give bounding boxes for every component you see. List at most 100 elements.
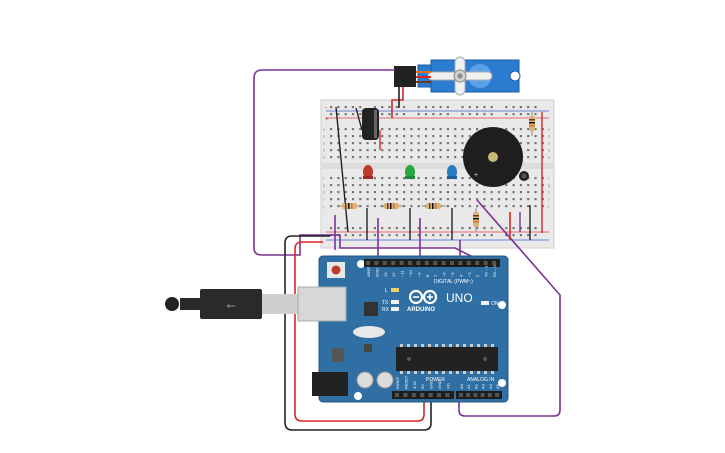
breadboard-hole[interactable] [512, 198, 515, 201]
breadboard-hole[interactable] [403, 149, 406, 152]
rail-hole[interactable] [483, 113, 486, 116]
breadboard-hole[interactable] [468, 128, 471, 131]
breadboard-hole[interactable] [337, 184, 340, 187]
breadboard-hole[interactable] [417, 205, 420, 208]
rail-hole[interactable] [424, 113, 428, 116]
breadboard-hole[interactable] [351, 191, 355, 194]
breadboard-hole[interactable] [366, 149, 369, 152]
breadboard-hole[interactable] [410, 149, 413, 152]
breadboard-hole[interactable] [541, 191, 544, 194]
breadboard-hole[interactable] [527, 149, 530, 152]
breadboard-hole[interactable] [519, 205, 522, 208]
usb-cable[interactable]: ⭠ [165, 289, 298, 319]
analog-pin[interactable] [495, 393, 499, 397]
breadboard-hole[interactable] [461, 142, 464, 145]
breadboard-hole[interactable] [330, 135, 333, 138]
breadboard-hole[interactable] [527, 184, 530, 187]
breadboard-hole[interactable] [476, 191, 479, 194]
breadboard-hole[interactable] [490, 198, 493, 201]
breadboard-hole[interactable] [388, 184, 391, 187]
breadboard-hole[interactable] [410, 184, 413, 187]
wire-black-ground[interactable] [284, 235, 432, 431]
rail-hole[interactable] [476, 106, 479, 109]
breadboard-hole[interactable] [468, 177, 471, 180]
digital-pin[interactable] [492, 261, 496, 265]
breadboard-hole[interactable] [454, 184, 457, 187]
breadboard-hole[interactable] [476, 198, 479, 201]
breadboard-hole[interactable] [388, 135, 391, 138]
breadboard-hole[interactable] [519, 128, 522, 131]
rail-hole[interactable] [476, 227, 479, 230]
rail-hole[interactable] [468, 113, 471, 116]
breadboard-hole[interactable] [505, 128, 508, 131]
rail-hole[interactable] [417, 106, 420, 109]
breadboard-hole[interactable] [476, 205, 479, 208]
breadboard-hole[interactable] [330, 149, 333, 152]
breadboard-hole[interactable] [534, 184, 537, 187]
breadboard-hole[interactable] [351, 184, 355, 187]
digital-pin[interactable] [399, 261, 404, 265]
breadboard-hole[interactable] [373, 191, 376, 194]
breadboard-hole[interactable] [410, 198, 413, 201]
breadboard-hole[interactable] [351, 128, 355, 131]
digital-pin[interactable] [374, 261, 379, 265]
rail-hole[interactable] [527, 106, 530, 109]
breadboard-hole[interactable] [424, 142, 428, 145]
rail-hole[interactable] [439, 106, 442, 109]
breadboard-hole[interactable] [446, 205, 449, 208]
breadboard-hole[interactable] [351, 198, 355, 201]
breadboard-hole[interactable] [424, 184, 428, 187]
breadboard-hole[interactable] [476, 128, 479, 131]
digital-pin[interactable] [483, 261, 488, 265]
breadboard-hole[interactable] [424, 198, 428, 201]
breadboard-hole[interactable] [512, 205, 515, 208]
rail-hole[interactable] [388, 227, 391, 230]
breadboard-hole[interactable] [417, 156, 420, 159]
rail-hole[interactable] [534, 227, 537, 230]
breadboard-hole[interactable] [527, 205, 530, 208]
breadboard-hole[interactable] [519, 142, 522, 145]
breadboard-hole[interactable] [534, 149, 537, 152]
digital-pin[interactable] [416, 261, 421, 265]
rail-hole[interactable] [417, 234, 420, 237]
resistor-3[interactable] [422, 203, 446, 209]
breadboard-hole[interactable] [461, 198, 464, 201]
breadboard-hole[interactable] [373, 177, 376, 180]
rail-hole[interactable] [351, 227, 355, 230]
rail-hole[interactable] [403, 106, 406, 109]
breadboard-hole[interactable] [351, 142, 355, 145]
breadboard-hole[interactable] [424, 156, 428, 159]
analog-pin[interactable] [487, 393, 492, 397]
breadboard-hole[interactable] [359, 128, 362, 131]
breadboard-hole[interactable] [359, 142, 362, 145]
rail-hole[interactable] [519, 227, 522, 230]
breadboard-hole[interactable] [344, 184, 347, 187]
breadboard-hole[interactable] [512, 191, 515, 194]
rail-hole[interactable] [417, 113, 420, 116]
analog-pin[interactable] [480, 393, 485, 397]
breadboard-hole[interactable] [541, 156, 544, 159]
breadboard-hole[interactable] [505, 184, 508, 187]
breadboard-hole[interactable] [439, 198, 442, 201]
breadboard-hole[interactable] [373, 156, 376, 159]
breadboard-hole[interactable] [534, 142, 537, 145]
rail-hole[interactable] [351, 234, 355, 237]
breadboard-hole[interactable] [534, 156, 537, 159]
breadboard-hole[interactable] [366, 184, 369, 187]
breadboard-hole[interactable] [388, 128, 391, 131]
breadboard-hole[interactable] [454, 205, 457, 208]
rail-hole[interactable] [403, 113, 406, 116]
breadboard-hole[interactable] [359, 184, 362, 187]
breadboard-hole[interactable] [366, 198, 369, 201]
breadboard-hole[interactable] [395, 142, 398, 145]
rail-hole[interactable] [483, 106, 486, 109]
breadboard-hole[interactable] [519, 198, 522, 201]
breadboard-hole[interactable] [468, 184, 471, 187]
breadboard-hole[interactable] [417, 198, 420, 201]
breadboard-hole[interactable] [395, 191, 398, 194]
breadboard-hole[interactable] [534, 198, 537, 201]
breadboard-hole[interactable] [359, 191, 362, 194]
breadboard-hole[interactable] [468, 135, 471, 138]
breadboard-hole[interactable] [388, 177, 391, 180]
rail-hole[interactable] [330, 106, 333, 109]
